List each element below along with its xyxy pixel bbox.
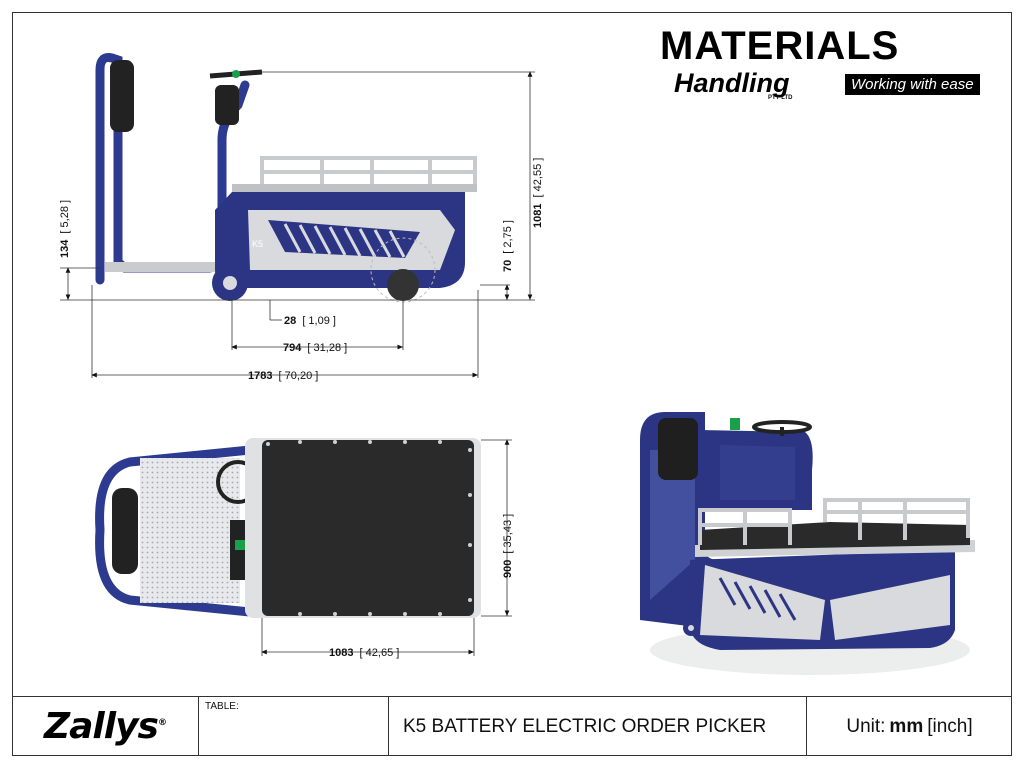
deck-length-mm: 1083 — [329, 647, 353, 659]
persp-rails — [698, 498, 970, 545]
unit-secondary: [inch] — [927, 715, 973, 737]
seat-height-mm: 134 — [59, 239, 71, 258]
title-block: Zallys® TABLE: K5 BATTERY ELECTRIC ORDER… — [12, 696, 1012, 756]
brand-pty: PTY LTD — [768, 95, 793, 101]
svg-text:1083 [ 42,65 ]: 1083 [ 42,65 ] — [329, 647, 399, 659]
perspective-view — [640, 412, 975, 675]
cargo-rails — [260, 156, 477, 184]
persp-seat-cushion — [658, 418, 698, 480]
top-view — [95, 438, 481, 618]
svg-text:134 [ 5,28 ]: 134 [ 5,28 ] — [59, 200, 71, 258]
k5-badge: K5 — [252, 239, 263, 249]
ground-clearance-mm: 28 — [284, 315, 296, 327]
width-mm: 900 — [502, 560, 514, 578]
width-inch: [ 35,43 ] — [502, 514, 514, 554]
total-length-inch: [ 70,20 ] — [279, 370, 319, 382]
seat-back-cushion — [110, 60, 134, 132]
drawing-title: K5 BATTERY ELECTRIC ORDER PICKER — [389, 697, 807, 756]
side-view: K5 — [95, 53, 477, 303]
zallys-logo: Zallys® — [44, 706, 167, 747]
materials-handling-logo: MATERIALS Handling PTY LTD Working with … — [660, 26, 1005, 106]
wheelbase-mm: 794 — [283, 342, 302, 354]
svg-text:70 [ 2,75 ]: 70 [ 2,75 ] — [502, 220, 514, 272]
deck-length-inch: [ 42,65 ] — [360, 647, 400, 659]
total-height-mm: 1081 — [532, 204, 544, 228]
brand-line1: MATERIALS — [660, 24, 900, 68]
technical-drawing: K5 134 [ 5,28 ] 1081 — [59, 53, 975, 675]
ground-clearance-inch: [ 1,09 ] — [302, 315, 336, 327]
brand-line2: Handling — [674, 68, 790, 98]
unit-cell: Unit: mm [inch] — [807, 697, 1012, 756]
deck-clearance-inch: [ 2,75 ] — [502, 220, 514, 254]
unit-primary: mm — [889, 715, 924, 737]
total-length-mm: 1783 — [248, 370, 272, 382]
persp-green-button-icon — [730, 418, 740, 430]
svg-text:900 [ 35,43 ]: 900 [ 35,43 ] — [502, 514, 514, 578]
zallys-logo-cell: Zallys® — [12, 697, 199, 756]
unit-label: Unit: — [846, 715, 886, 737]
svg-text:28 [ 1,09 ]: 28 [ 1,09 ] — [284, 315, 336, 327]
seat-height-inch: [ 5,28 ] — [59, 200, 71, 234]
rear-wheel — [387, 269, 419, 301]
cargo-deck — [262, 440, 474, 616]
seat-cushion — [112, 488, 138, 574]
brand-tagline: Working with ease — [845, 74, 980, 95]
svg-text:1081 [ 42,55 ]: 1081 [ 42,55 ] — [532, 158, 544, 228]
svg-text:794 [ 31,28 ]: 794 [ 31,28 ] — [283, 342, 347, 354]
green-button-icon — [232, 70, 240, 78]
table-cell: TABLE: — [199, 697, 389, 756]
perforated-floor — [140, 458, 240, 603]
persp-deck — [700, 522, 970, 550]
wheelbase-inch: [ 31,28 ] — [307, 342, 347, 354]
table-label: TABLE: — [205, 701, 239, 712]
deck-clearance-mm: 70 — [502, 260, 514, 272]
svg-text:1783 [ 70,20 ]: 1783 [ 70,20 ] — [248, 370, 318, 382]
total-height-inch: [ 42,55 ] — [532, 158, 544, 198]
